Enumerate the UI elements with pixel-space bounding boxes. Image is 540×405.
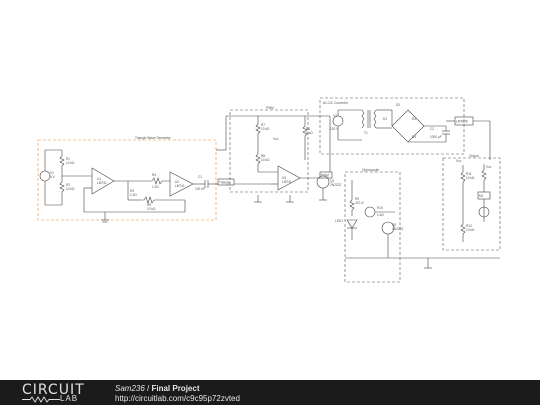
opamp-u3 <box>277 165 301 191</box>
r8-label: R8 <box>261 154 265 158</box>
u2-label: U2 <box>175 180 179 184</box>
r-out-resistor <box>481 164 487 186</box>
circuitlab-logo[interactable]: CIRCUIT LAB <box>22 383 92 403</box>
v1-label: V1 <box>50 171 54 175</box>
v2-value: 120 V <box>330 127 339 131</box>
project-byline: Sam236 / Final Project <box>115 384 199 393</box>
c1-label: C1 <box>198 175 202 179</box>
r7-label: R7 <box>261 123 265 127</box>
logo-wordmark: CIRCUIT <box>22 382 85 398</box>
d1-label: D1 <box>383 117 387 121</box>
schematic-drawing: Triangle Wave Generator PWM AC-DC Conver… <box>37 97 501 283</box>
block-title-optocoupler: Optocoupler <box>362 168 380 172</box>
u1-label: U1 <box>97 177 101 181</box>
q1-label: Q1 <box>330 179 334 183</box>
r7-resistor <box>255 116 261 140</box>
r1-value: 10 kΩ <box>66 161 75 165</box>
acdc-box <box>319 97 465 155</box>
r1-label: R1 <box>66 157 70 161</box>
r3-label: R3 <box>130 189 134 193</box>
q1-part: 2N2222 <box>330 183 341 187</box>
opamp-u1 <box>91 167 115 195</box>
triangle-generator-box <box>37 139 217 221</box>
r8-resistor <box>255 150 261 172</box>
bridge-rectifier <box>391 109 425 143</box>
block-title-output: Output <box>469 154 479 158</box>
r4-label: R4 <box>152 173 156 177</box>
r11-resistor <box>460 165 466 190</box>
r8-value: 10 kΩ <box>261 158 270 162</box>
t1-transformer <box>361 109 365 129</box>
u2-part: LM741 <box>175 184 185 188</box>
vcc3-label: Vcc <box>456 159 462 163</box>
project-url[interactable]: http://circuitlab.com/c9c95p72zvted <box>115 394 240 403</box>
q2-label: Q2 <box>392 223 396 227</box>
d3-label: D3 <box>412 117 416 121</box>
r5-value: 10 kΩ <box>147 207 156 211</box>
r12-label: R12 <box>466 224 472 228</box>
d4-label: D4 <box>412 135 416 139</box>
opto-source <box>364 206 376 218</box>
u3-part: LM741 <box>282 180 292 184</box>
r3-value: 1 kΩ <box>130 193 137 197</box>
r11-label: R11 <box>466 172 472 176</box>
logo-sub-word: LAB <box>60 394 79 403</box>
r12-resistor <box>460 218 466 242</box>
regulator-label: LM7805 <box>456 120 468 124</box>
block-title-acdc: AC-DC Converter <box>323 101 349 105</box>
r5-resistor <box>140 196 158 204</box>
optocoupler-box <box>344 171 401 283</box>
r6-value: 1 kΩ <box>306 131 313 135</box>
footer-bar: CIRCUIT LAB Sam236 / Final Project http:… <box>0 380 540 405</box>
pwm-out-label: PWM <box>321 174 329 178</box>
u3-label: U3 <box>282 176 286 180</box>
v2-label: V2 <box>333 114 337 118</box>
r6-label: R6 <box>306 127 310 131</box>
m1-label: M1 <box>479 194 484 198</box>
c2-label: C2 <box>430 127 434 131</box>
v1-value: 6 V <box>50 175 56 179</box>
r2-value: 10 kΩ <box>66 187 75 191</box>
r12-value: 10 kΩ <box>466 228 475 232</box>
c1-value: 100 nF <box>195 187 205 191</box>
project-title[interactable]: Final Project <box>151 384 200 393</box>
triangle-out-label-box <box>217 178 235 186</box>
v1-source <box>39 170 51 182</box>
q2-part: 2N2222 <box>392 227 403 231</box>
r9-resistor <box>349 196 355 216</box>
output-box <box>442 157 501 251</box>
r7-value: 10 kΩ <box>261 127 270 131</box>
r5-label: R5 <box>147 203 151 207</box>
vcc1-label: Vcc <box>273 137 279 141</box>
c2-value: 1000 µF <box>430 135 442 139</box>
r10-value: 1 kΩ <box>377 213 384 217</box>
schematic-canvas: Triangle Wave Generator PWM AC-DC Conver… <box>37 97 501 283</box>
r9-label: R9 <box>355 197 359 201</box>
t1-label: T1 <box>364 131 368 135</box>
r10-label: R10 <box>377 206 383 210</box>
led1-label: LED1 <box>335 219 343 223</box>
r2-resistor <box>59 176 65 205</box>
led1-diode <box>346 219 358 229</box>
u1-part: LM741 <box>97 181 107 185</box>
r2-label: R2 <box>66 183 70 187</box>
r4-value: 1 kΩ <box>152 185 159 189</box>
author-name[interactable]: Sam236 <box>115 384 145 393</box>
d2-label: D2 <box>396 103 400 107</box>
r6-resistor <box>302 116 308 160</box>
output-source <box>478 206 490 218</box>
pwm-out-label-box <box>319 171 333 179</box>
osc-out-label: Triangle <box>219 181 231 185</box>
opamp-u2 <box>169 171 194 197</box>
r1-resistor <box>59 150 65 176</box>
byline-separator: / <box>144 384 152 393</box>
resistor-logo-icon <box>22 396 60 403</box>
r9-value: 470 Ω <box>355 201 364 205</box>
r11-value: 10 kΩ <box>466 176 475 180</box>
block-title-pwm: PWM <box>266 106 274 110</box>
vcc2-label: Vcc <box>486 165 492 169</box>
block-title-triangle: Triangle Wave Generator <box>135 136 171 140</box>
r4-resistor <box>150 177 170 185</box>
